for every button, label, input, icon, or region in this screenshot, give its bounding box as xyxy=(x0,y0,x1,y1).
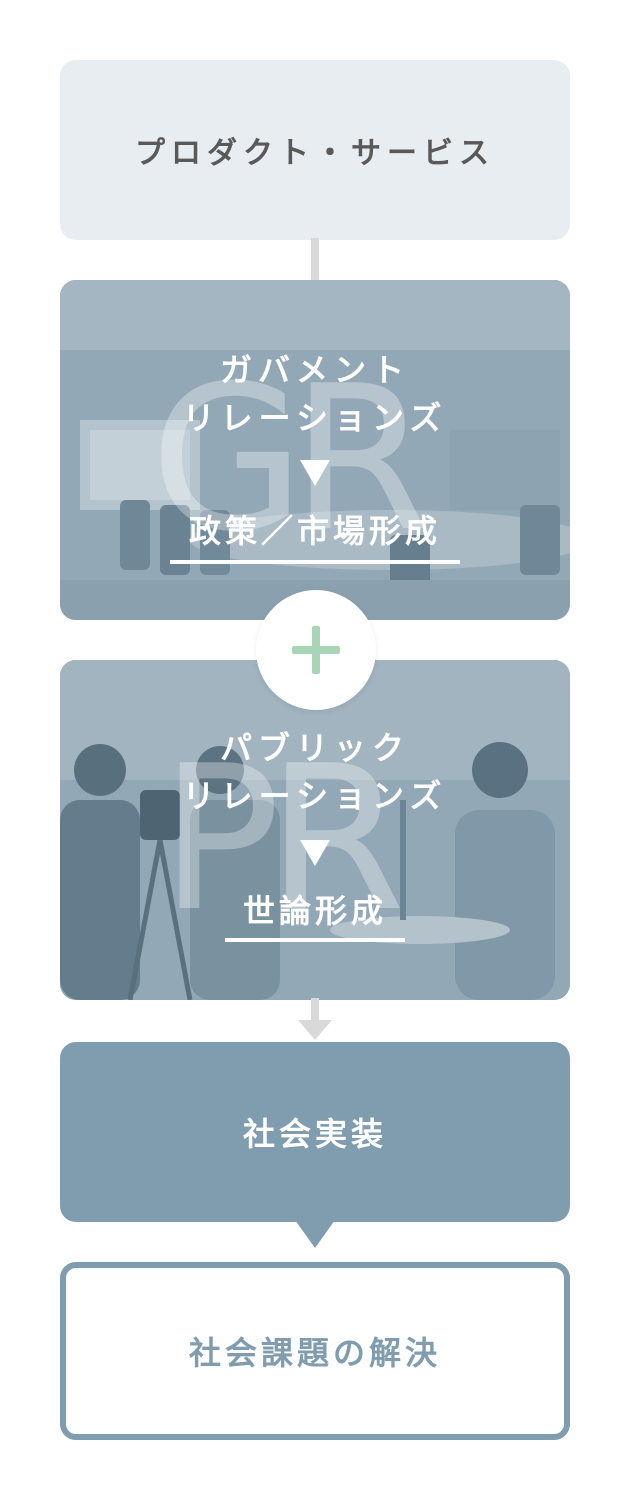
pr-title-line2: リレーションズ xyxy=(182,777,448,815)
pr-result-underline xyxy=(225,938,405,942)
gr-down-arrow-icon xyxy=(300,460,330,486)
gr-result-underline xyxy=(170,560,460,564)
conference-room-photo xyxy=(60,280,570,620)
plus-icon xyxy=(292,626,340,674)
public-relations-box: PR パブリック リレーションズ 世論形成 xyxy=(60,660,570,1000)
gr-result: 政策／市場形成 xyxy=(188,512,441,550)
social-issue-solution-label: 社会課題の解決 xyxy=(188,1334,441,1372)
plus-icon-circle xyxy=(256,590,376,710)
pr-title-line1: パブリック xyxy=(219,729,410,767)
pr-result: 世論形成 xyxy=(242,892,387,930)
gr-title: ガバメント リレーションズ xyxy=(60,346,570,442)
connector-line xyxy=(311,238,319,282)
social-implementation-box: 社会実装 xyxy=(60,1042,570,1222)
social-implementation-label: 社会実装 xyxy=(242,1115,387,1153)
social-issue-solution-box: 社会課題の解決 xyxy=(60,1262,570,1440)
pr-down-arrow-icon xyxy=(300,840,330,866)
speech-tail-icon xyxy=(295,1220,335,1248)
gr-title-line1: ガバメント xyxy=(219,351,410,389)
down-arrow-icon xyxy=(298,1020,332,1040)
gr-title-line2: リレーションズ xyxy=(182,399,448,437)
connector-line-lower xyxy=(311,998,319,1022)
media-interview-photo xyxy=(60,660,570,1000)
pr-watermark: PR xyxy=(160,723,406,956)
gr-watermark: GR xyxy=(150,343,430,576)
pr-title: パブリック リレーションズ xyxy=(60,724,570,820)
product-service-box: プロダクト・サービス xyxy=(60,60,570,240)
product-service-label: プロダクト・サービス xyxy=(135,136,495,171)
government-relations-box: GR ガバメント リレーションズ 政策／市場形成 xyxy=(60,280,570,620)
